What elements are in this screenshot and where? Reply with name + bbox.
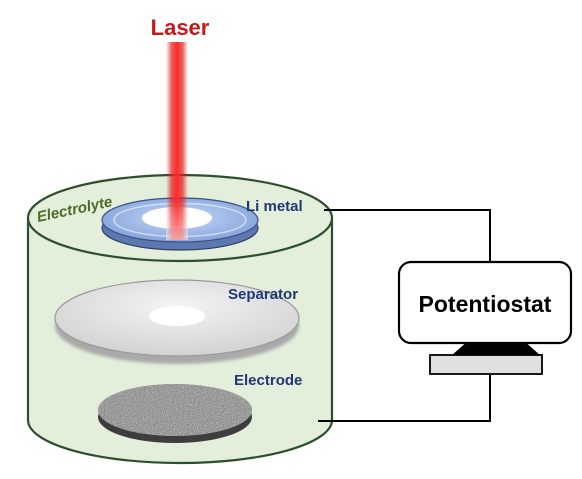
electrode-disk bbox=[98, 384, 252, 443]
laser-label: Laser bbox=[151, 15, 210, 40]
separator-hole bbox=[149, 306, 205, 326]
laser-beam bbox=[166, 42, 188, 240]
separator-disk bbox=[54, 279, 300, 364]
separator-label: Separator bbox=[228, 286, 298, 303]
li-metal-disk bbox=[101, 197, 259, 251]
potentiostat-screen bbox=[397, 260, 573, 345]
wire-top bbox=[324, 209, 491, 264]
circuit-wires bbox=[318, 209, 491, 422]
potentiostat-label: Potentiostat bbox=[419, 291, 552, 317]
potentiostat-stand-base bbox=[429, 354, 543, 375]
potentiostat-stand-neck bbox=[452, 341, 540, 355]
wire-bottom bbox=[318, 375, 491, 422]
potentiostat bbox=[397, 260, 573, 375]
li-metal-label: Li metal bbox=[246, 198, 303, 215]
electrode-label: Electrode bbox=[234, 372, 302, 389]
